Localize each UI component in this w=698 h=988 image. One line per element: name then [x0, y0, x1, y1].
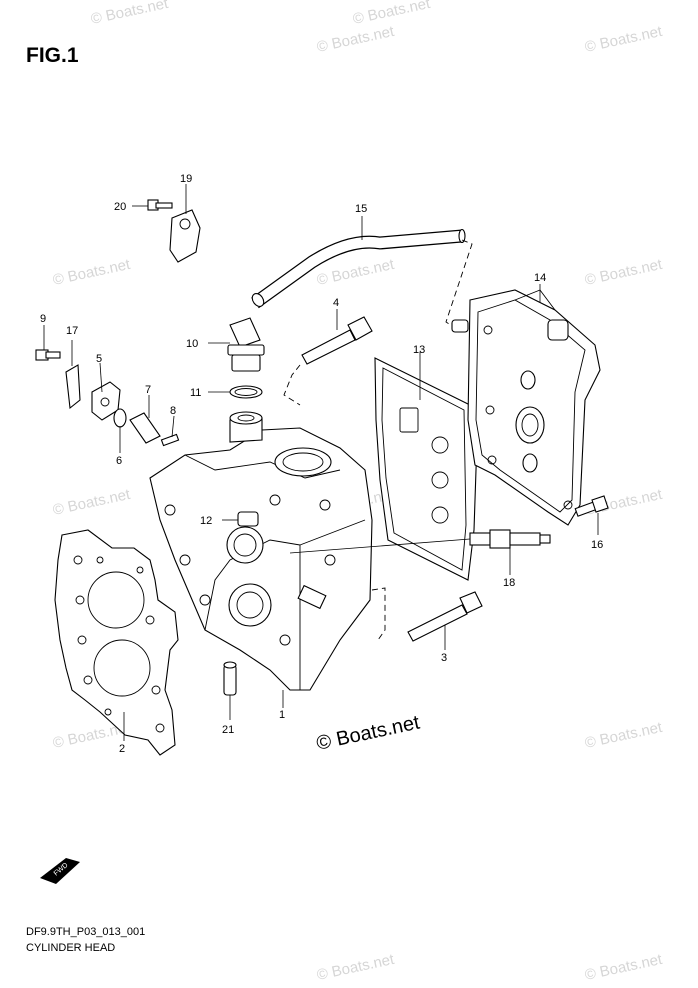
- callout-12: 12: [200, 515, 212, 527]
- bolt-4: [301, 316, 373, 365]
- callout-9: 9: [40, 313, 46, 325]
- callout-5: 5: [96, 353, 102, 365]
- callout-21: 21: [222, 724, 234, 736]
- callout-16: 16: [591, 539, 603, 551]
- bracket: [169, 209, 201, 263]
- callout-13: 13: [413, 344, 425, 356]
- leader-lines: [43, 184, 599, 741]
- oil-filler-cap: [227, 317, 265, 372]
- callout-6: 6: [116, 455, 122, 467]
- head-gasket: [54, 529, 179, 756]
- watermark: © Boats.net: [315, 256, 396, 289]
- cylinder-head: [149, 411, 373, 691]
- callout-17: 17: [66, 325, 78, 337]
- callout-14: 14: [534, 272, 546, 284]
- callout-7: 7: [145, 384, 151, 396]
- section-name: CYLINDER HEAD: [26, 942, 116, 954]
- bolt-16: [574, 495, 609, 517]
- callout-18: 18: [503, 577, 515, 589]
- watermark: © Boats.net: [583, 256, 664, 289]
- callout-11: 11: [190, 387, 201, 399]
- watermark: © Boats.net: [315, 23, 396, 56]
- callout-4: 4: [333, 297, 339, 309]
- screw-8: [160, 433, 180, 447]
- dowel-pin: [223, 661, 237, 696]
- bolt-20: [147, 199, 173, 211]
- callout-15: 15: [355, 203, 367, 215]
- figure-title: FIG.1: [26, 44, 79, 67]
- watermark: © Boats.net: [583, 951, 664, 984]
- callout-10: 10: [186, 338, 198, 350]
- watermark-large: © Boats.net: [314, 711, 422, 754]
- fwd-direction-badge: FWD: [40, 858, 80, 884]
- cylinder-head-cover: [451, 289, 601, 526]
- plug-12: [237, 511, 259, 527]
- clamp-17: [65, 364, 81, 410]
- watermark: © Boats.net: [583, 23, 664, 56]
- callout-labels: 1 2 3 4 5 6 7 8 9 10 11 12 13 14 15 16 1…: [40, 173, 603, 755]
- bolt-3: [407, 591, 483, 642]
- watermark: © Boats.net: [315, 951, 396, 984]
- callout-8: 8: [170, 405, 176, 417]
- watermark: © Boats.net: [51, 486, 132, 519]
- watermark: © Boats.net: [51, 256, 132, 289]
- washer-6: [113, 408, 127, 428]
- drawing-code: DF9.9TH_P03_013_001: [26, 926, 146, 938]
- o-ring: [229, 385, 263, 399]
- callout-3: 3: [441, 652, 447, 664]
- callout-2: 2: [119, 743, 125, 755]
- spark-plug: [469, 529, 551, 549]
- collar-7: [129, 412, 161, 444]
- callout-19: 19: [180, 173, 192, 185]
- callout-20: 20: [114, 201, 126, 213]
- cover-gasket: [374, 357, 479, 581]
- watermark: © Boats.net: [583, 719, 664, 752]
- watermark: © Boats.net: [89, 0, 170, 28]
- callout-1: 1: [279, 709, 285, 721]
- breather-hose: [251, 228, 466, 309]
- bolt-9: [35, 349, 61, 361]
